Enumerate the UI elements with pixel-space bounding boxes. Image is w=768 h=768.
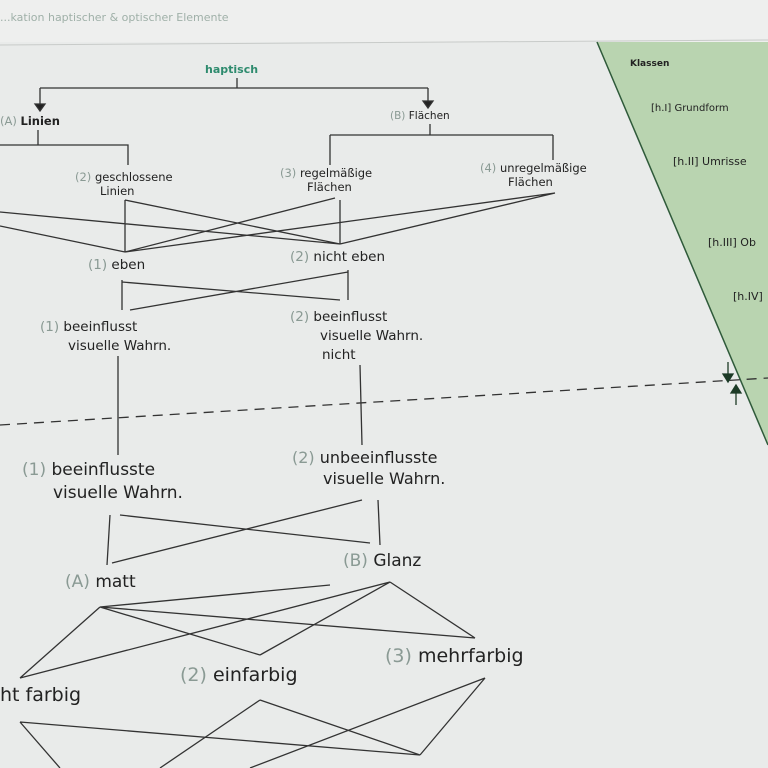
class-item: [h.III] Ob — [708, 236, 756, 249]
node-label: Linien — [100, 183, 135, 198]
node-linien: (A) Linien — [0, 114, 60, 129]
node-label: unbeeinflusste — [319, 448, 438, 467]
node-num: (A) — [0, 114, 17, 128]
node-mehrfarbig: (3) mehrfarbig — [385, 645, 524, 668]
node-eben: (1) eben — [88, 257, 145, 273]
node-matt: (A) matt — [65, 572, 136, 592]
node-num: (2) — [75, 170, 92, 184]
node-num: (3) — [385, 645, 412, 667]
node-label: matt — [95, 572, 136, 592]
node-label: unregelmäßige — [499, 161, 587, 175]
node-label: geschlossene — [94, 170, 173, 184]
node-label: ht farbig — [0, 684, 82, 706]
class-item: [h.I] Grundform — [651, 103, 729, 114]
node-nicht-eben: (2) nicht eben — [290, 249, 385, 265]
node-num: (B) — [343, 551, 368, 571]
node-label: Flächen — [408, 110, 450, 122]
node-label: Flächen — [307, 179, 352, 194]
node-nicht-farbig: ht farbig — [0, 684, 81, 707]
node-beeinflusste: (1) beeinflusste visuelle Wahrn. — [22, 459, 183, 505]
node-beeinflusst-nicht: (2) beeinflusst visuelle Wahrn. nicht — [290, 308, 423, 365]
node-label: visuelle Wahrn. — [320, 328, 424, 344]
node-label: visuelle Wahrn. — [323, 469, 446, 488]
page-header-title: ...kation haptischer & optischer Element… — [0, 11, 229, 24]
node-label: regelmäßige — [299, 166, 373, 180]
node-label: visuelle Wahrn. — [68, 338, 172, 354]
root-node-haptisch: haptisch — [205, 63, 259, 76]
node-glanz: (B) Glanz — [343, 551, 421, 571]
node-label: einfarbig — [212, 664, 298, 686]
node-num: (3) — [280, 166, 297, 180]
node-num: (1) — [22, 460, 47, 480]
node-label: beeinflusste — [51, 460, 156, 480]
node-num: (2) — [292, 448, 315, 467]
node-label: Flächen — [508, 174, 553, 189]
node-label: nicht eben — [313, 249, 386, 265]
node-label: mehrfarbig — [417, 645, 524, 667]
class-item: [h.II] Umrisse — [673, 155, 747, 168]
dashed-separator — [0, 377, 768, 426]
node-num: (B) — [390, 110, 406, 122]
node-num: (4) — [480, 161, 497, 175]
node-label: visuelle Wahrn. — [53, 483, 183, 503]
class-item: [h.IV] — [733, 290, 763, 303]
node-flaechen: (B) Flächen — [390, 110, 450, 123]
node-num: (2) — [290, 309, 310, 325]
node-num: (1) — [40, 319, 60, 335]
node-label: beeinflusst — [313, 309, 388, 325]
node-unbeeinflusste: (2) unbeeinflusste visuelle Wahrn. — [292, 447, 445, 489]
node-einfarbig: (2) einfarbig — [180, 664, 298, 687]
node-num: (2) — [180, 664, 207, 686]
node-num: (1) — [88, 257, 108, 273]
classes-title: Klassen — [630, 59, 670, 69]
node-label: beeinflusst — [63, 319, 138, 335]
node-label: eben — [111, 257, 146, 273]
panel-edge — [596, 41, 768, 446]
node-label: nicht — [322, 347, 356, 363]
node-label: Glanz — [373, 551, 422, 571]
node-num: (A) — [65, 572, 90, 592]
node-num: (2) — [290, 249, 310, 265]
node-label: Linien — [20, 114, 60, 128]
node-beeinflusst: (1) beeinflusst visuelle Wahrn. — [40, 318, 171, 356]
